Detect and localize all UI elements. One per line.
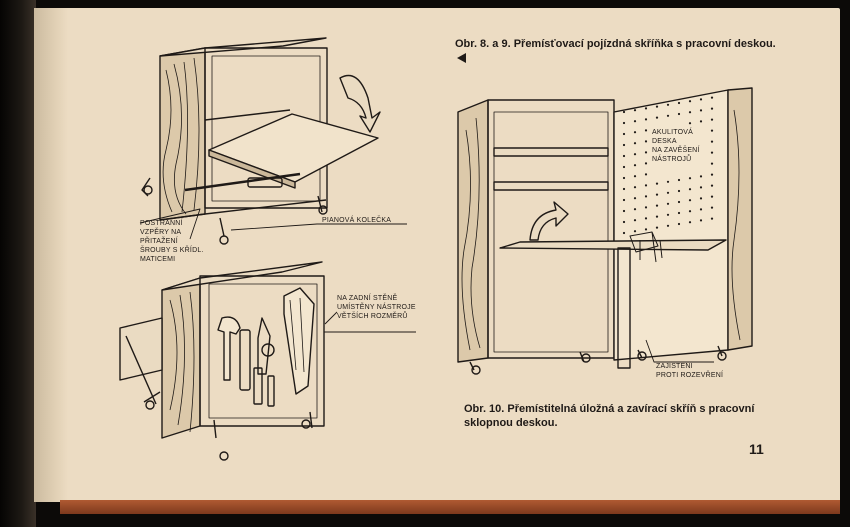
figure-9-cabinet-tools [119,261,325,461]
label-back-wall-tools-line: NA ZADNÍ STĚNĚ [337,295,398,302]
label-leader-lines [139,208,714,363]
label-pegboard-line: DESKA [652,138,677,145]
label-side-struts-line: PŘITAŽENÍ [140,238,178,245]
label-side-struts-line: MATICEMI [140,256,176,263]
label-piano-wheels: PIANOVÁ KOLEČKA [322,216,391,225]
label-pegboard-line: AKULITOVÁ [652,129,693,136]
page-gutter-shadow [34,8,68,502]
label-lock: ZAJIŠTĚNÍ PROTI ROZEVŘENÍ [656,362,723,380]
label-pegboard: AKULITOVÁ DESKA NA ZAVĚŠENÍ NÁSTROJŮ [652,128,700,164]
page-number: 11 [749,441,764,457]
book-spine [0,0,36,527]
page-edge [60,500,840,514]
label-side-struts: POSTRANNÍ VZPĚRY NA PŘITAŽENÍ ŠROUBY S K… [140,219,204,264]
label-piano-wheels-line: PIANOVÁ KOLEČKA [322,217,392,224]
label-back-wall-tools-line: VĚTŠÍCH ROZMĚRŮ [337,313,408,320]
label-back-wall-tools-line: UMÍSTĚNY NÁSTROJE [337,304,416,311]
label-pegboard-line: NA ZAVĚŠENÍ [652,147,700,154]
caption-figure-10: Obr. 10. Přemístitelná úložná a zavírací… [464,402,784,430]
figure-8-cabinet [141,37,381,245]
figure-10-open-cabinet [457,87,753,375]
caption-figure-10-line-2: sklopnou deskou. [464,417,558,429]
label-side-struts-line: POSTRANNÍ [140,220,183,227]
pegboard-holes [622,96,714,235]
caption-figures-8-9: Obr. 8. a 9. Přemísťovací pojízdná skříň… [455,38,776,50]
back-arrow-icon [457,53,466,63]
label-side-struts-line: ŠROUBY S KŘÍDL. [140,247,204,254]
label-lock-line: ZAJIŠTĚNÍ [656,363,693,370]
label-pegboard-line: NÁSTROJŮ [652,156,692,163]
label-lock-line: PROTI ROZEVŘENÍ [656,372,724,379]
label-side-struts-line: VZPĚRY NA [140,229,182,236]
caption-figure-10-line-1: Obr. 10. Přemístitelná úložná a zavírací… [464,403,755,415]
label-back-wall-tools: NA ZADNÍ STĚNĚ UMÍSTĚNY NÁSTROJE VĚTŠÍCH… [337,294,416,321]
